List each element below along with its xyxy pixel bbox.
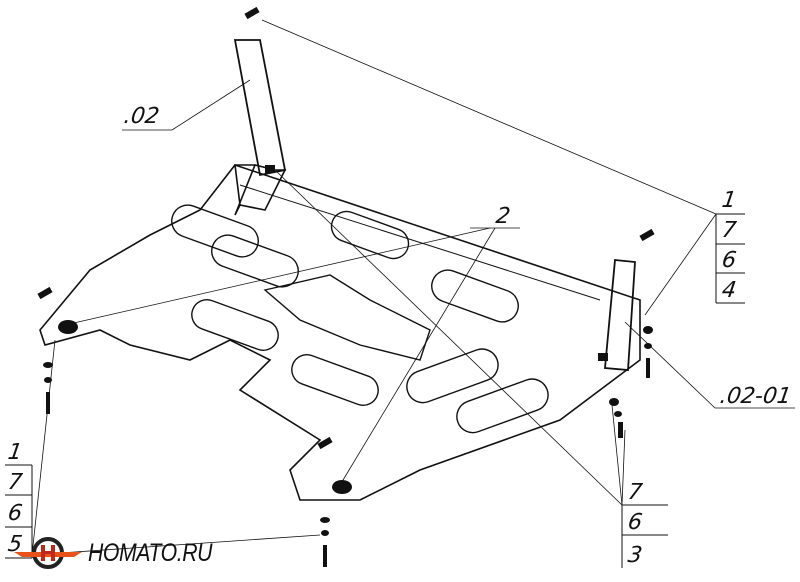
fasteners — [37, 6, 655, 567]
skid-plate — [39, 164, 641, 501]
logo-emblem-icon — [14, 537, 82, 569]
logo-text: HOMATO.RU — [88, 538, 213, 567]
leader-lines — [31, 19, 795, 556]
stamped-slots — [171, 204, 549, 434]
callout-bracket-left: .02 — [122, 104, 161, 129]
callout-bracket-right: .02-01 — [718, 384, 793, 409]
homato-logo: HOMATO.RU — [12, 535, 234, 571]
